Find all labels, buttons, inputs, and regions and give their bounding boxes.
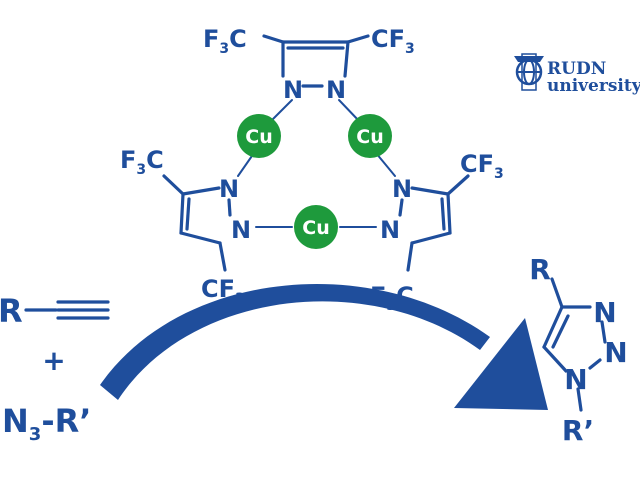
logo-rudn-text: RUDN xyxy=(547,59,606,79)
product-n-right: N xyxy=(604,336,627,369)
plus-sign: + xyxy=(42,344,65,377)
triazole-product: R N N N R’ xyxy=(529,253,628,447)
n-top-left: N xyxy=(283,76,303,104)
product-n-upper: N xyxy=(593,296,616,329)
cu-atom-right: Cu xyxy=(348,114,392,158)
arrow-head xyxy=(454,318,548,410)
cf3-top-right: CF3 xyxy=(371,25,415,57)
trimer-bonds xyxy=(162,34,470,272)
reaction-arrow xyxy=(100,283,548,410)
product-n-lower: N xyxy=(564,363,587,396)
alkyne-reactant: R xyxy=(0,292,110,330)
cf3-left-top: F3C xyxy=(120,146,164,178)
azide-reactant: N3-R’ xyxy=(2,402,91,445)
n-left-upper: N xyxy=(219,175,239,203)
alkyne-triple-bond xyxy=(56,300,110,320)
rudn-logo: RUDN university xyxy=(514,53,640,96)
n-right-upper: N xyxy=(392,175,412,203)
cu-label-bottom: Cu xyxy=(302,217,329,239)
alkyne-r-label: R xyxy=(0,292,23,330)
cf3-right-top: CF3 xyxy=(460,150,504,182)
product-r-label: R xyxy=(529,253,551,286)
cf3-top-left: F3C xyxy=(203,25,247,57)
logo-university-text: university xyxy=(547,76,640,96)
product-r-prime-label: R’ xyxy=(562,414,594,447)
cu-label-left: Cu xyxy=(245,126,272,148)
n-left-lower: N xyxy=(231,216,251,244)
cu-atom-left: Cu xyxy=(237,114,281,158)
n-right-lower: N xyxy=(380,216,400,244)
rudn-globe-icon xyxy=(514,53,544,91)
cu-atom-bottom: Cu xyxy=(294,205,338,249)
cu-label-right: Cu xyxy=(356,126,383,148)
n-top-right: N xyxy=(326,76,346,104)
